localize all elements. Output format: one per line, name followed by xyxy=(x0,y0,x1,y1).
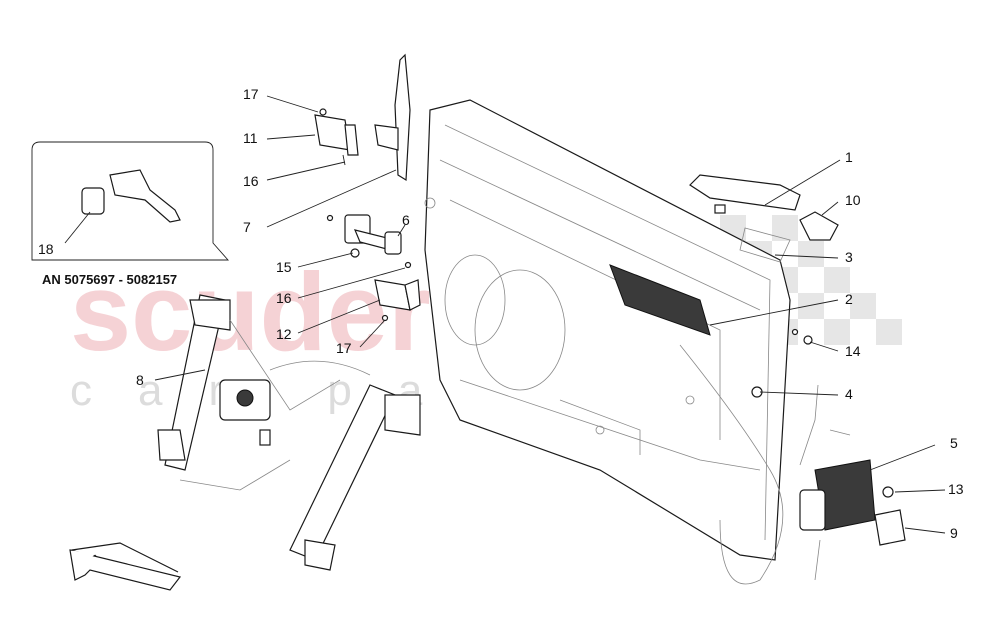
callout-1: 1 xyxy=(845,149,853,165)
callout-18: 18 xyxy=(38,241,54,257)
callout-15: 15 xyxy=(276,259,292,275)
leader-lines xyxy=(64,95,946,534)
inset-variant-label: AN 5075697 - 5082157 xyxy=(42,272,177,287)
callout-17b: 17 xyxy=(336,340,352,356)
lock-and-cables xyxy=(609,264,906,585)
callout-6: 6 xyxy=(402,212,410,228)
callout-4: 4 xyxy=(845,386,853,402)
callout-7: 7 xyxy=(243,219,251,235)
door-check-strap xyxy=(326,214,402,258)
callout-16a: 16 xyxy=(243,173,259,189)
callout-2: 2 xyxy=(845,291,853,307)
callout-12: 12 xyxy=(276,326,292,342)
callout-16b: 16 xyxy=(276,290,292,306)
door-panel xyxy=(394,53,791,561)
callout-17a: 17 xyxy=(243,86,259,102)
callout-5: 5 xyxy=(950,435,958,451)
callout-14: 14 xyxy=(845,343,861,359)
direction-arrow-icon xyxy=(69,542,182,591)
window-regulator xyxy=(157,294,421,571)
callout-10: 10 xyxy=(845,192,861,208)
door-handle-group xyxy=(689,174,839,263)
callout-3: 3 xyxy=(845,249,853,265)
callout-8: 8 xyxy=(136,372,144,388)
callout-9: 9 xyxy=(950,525,958,541)
hinge-assembly xyxy=(314,108,399,166)
callout-labels: 17 11 16 7 18 6 15 16 12 17 8 1 10 3 2 1… xyxy=(38,86,964,541)
callout-11: 11 xyxy=(243,130,258,146)
callout-13: 13 xyxy=(948,481,964,497)
inset-variant-box: AN 5075697 - 5082157 xyxy=(31,141,229,287)
bracket-12 xyxy=(374,261,421,322)
